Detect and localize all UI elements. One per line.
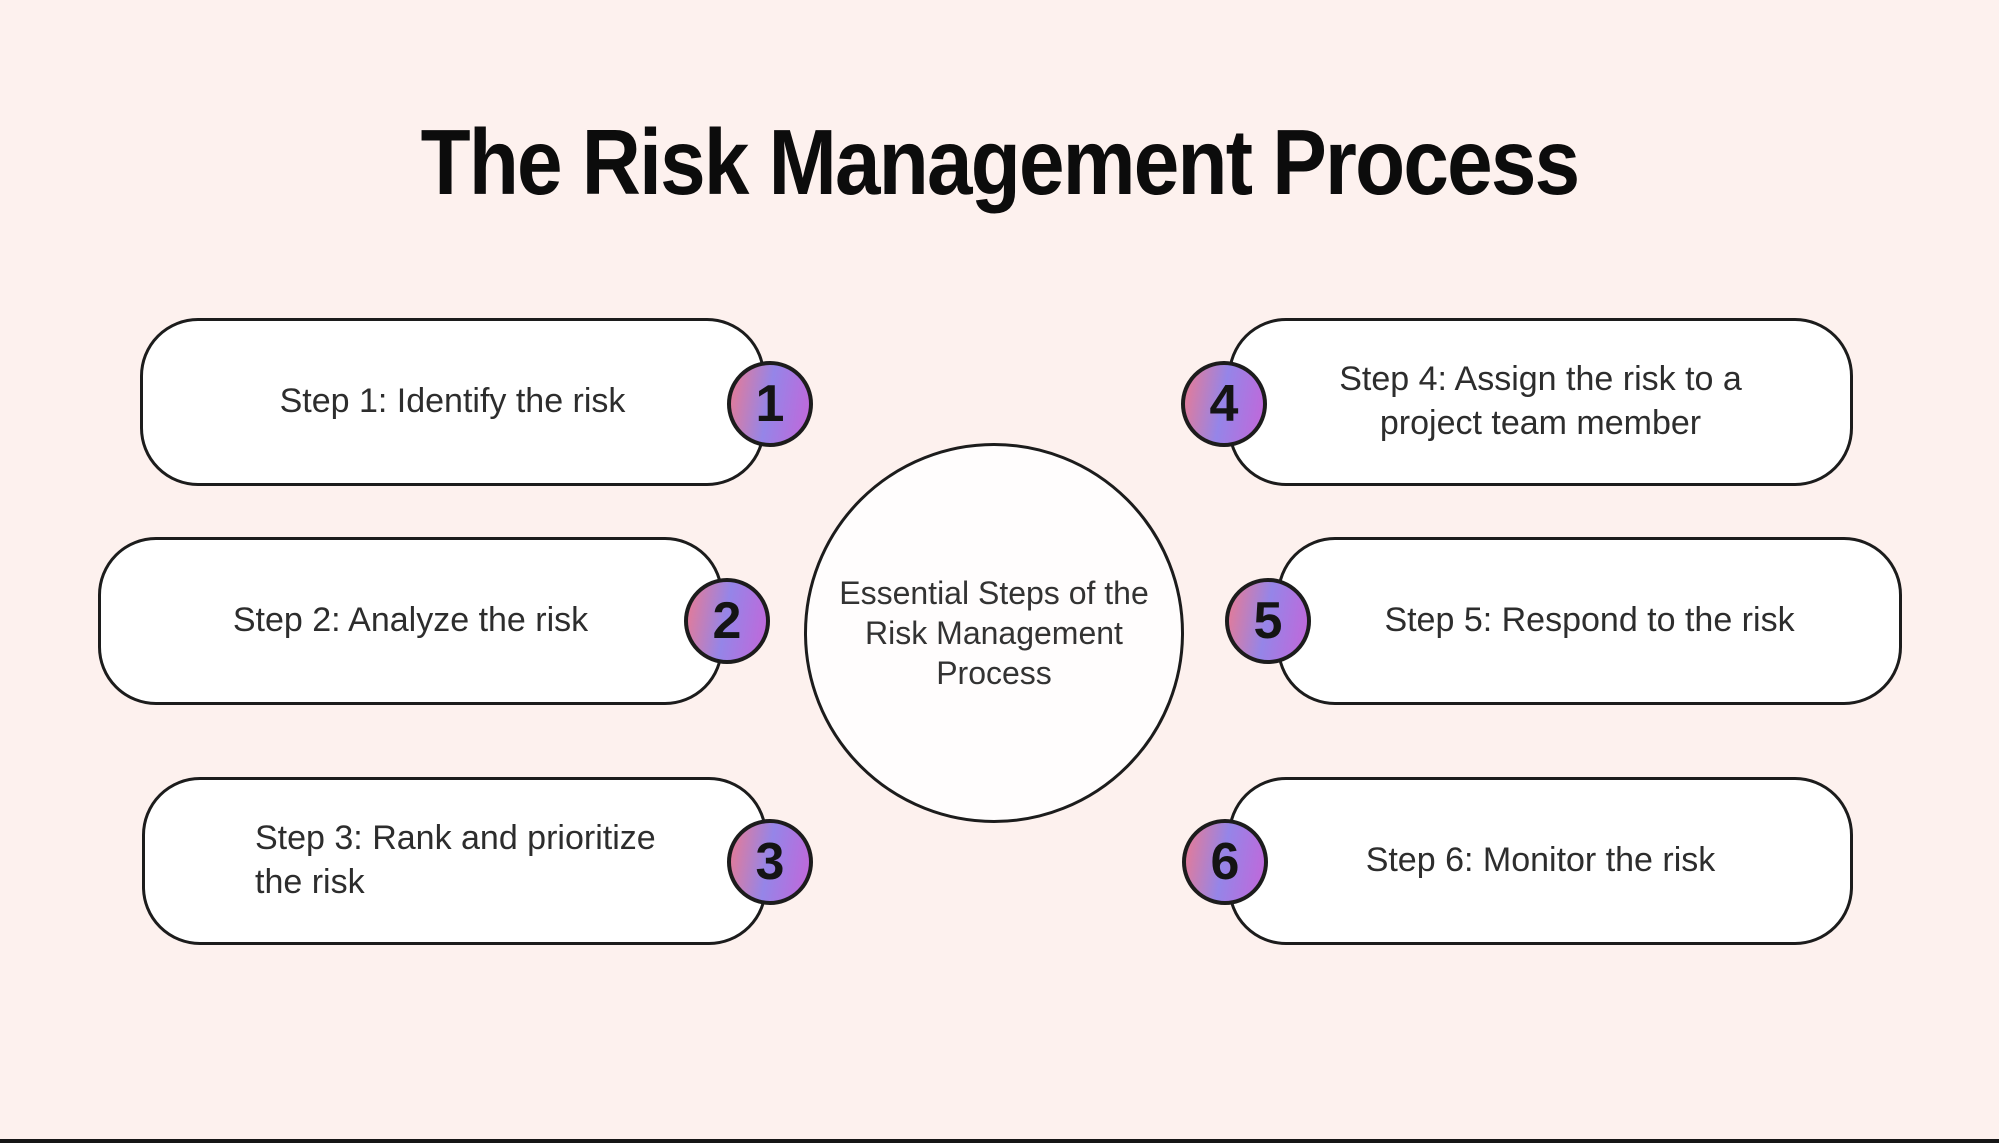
step-4-label: Step 4: Assign the risk to a: [1339, 360, 1742, 399]
step-2-label: Step 2: Analyze the risk: [232, 601, 589, 640]
step-box-2: Step 2: Analyze the risk: [98, 537, 723, 705]
step-2-number-badge: 2: [684, 578, 770, 664]
step-1-number-badge: 1: [727, 361, 813, 447]
step-6-label: Step 6: Monitor the risk: [1365, 841, 1716, 880]
step-box-6: Step 6: Monitor the risk: [1228, 777, 1853, 945]
step-box-5: Step 5: Respond to the risk: [1277, 537, 1902, 705]
step-box-3: Step 3: Rank and prioritize the risk: [142, 777, 767, 945]
step-4-number: 4: [1209, 375, 1239, 433]
step-3-number-badge: 3: [727, 819, 813, 905]
step-3-label: Step 3: Rank and prioritize: [255, 819, 656, 858]
step-2-number: 2: [712, 592, 742, 650]
center-circle-line3: Process: [936, 655, 1052, 691]
step-box-4: Step 4: Assign the risk to a project tea…: [1228, 318, 1853, 486]
step-6-number: 6: [1210, 833, 1240, 891]
center-circle-line2: Risk Management: [865, 615, 1123, 651]
step-3-label-line2: the risk: [255, 863, 365, 901]
step-5-label: Step 5: Respond to the risk: [1384, 601, 1795, 640]
step-5-number-badge: 5: [1225, 578, 1311, 664]
bottom-edge-bar: [0, 1139, 1999, 1143]
step-4-label-line2: project team member: [1379, 404, 1702, 442]
step-5-number: 5: [1253, 592, 1283, 650]
step-6-number-badge: 6: [1182, 819, 1268, 905]
step-1-label: Step 1: Identify the risk: [279, 382, 626, 421]
step-1-number: 1: [755, 375, 785, 433]
step-3-number: 3: [755, 833, 785, 891]
center-circle: Essential Steps of the Risk Management P…: [804, 443, 1184, 823]
center-circle-line1: Essential Steps of the: [839, 575, 1149, 611]
step-box-1: Step 1: Identify the risk: [140, 318, 765, 486]
step-4-number-badge: 4: [1181, 361, 1267, 447]
page-title: The Risk Management Process: [420, 110, 1581, 214]
